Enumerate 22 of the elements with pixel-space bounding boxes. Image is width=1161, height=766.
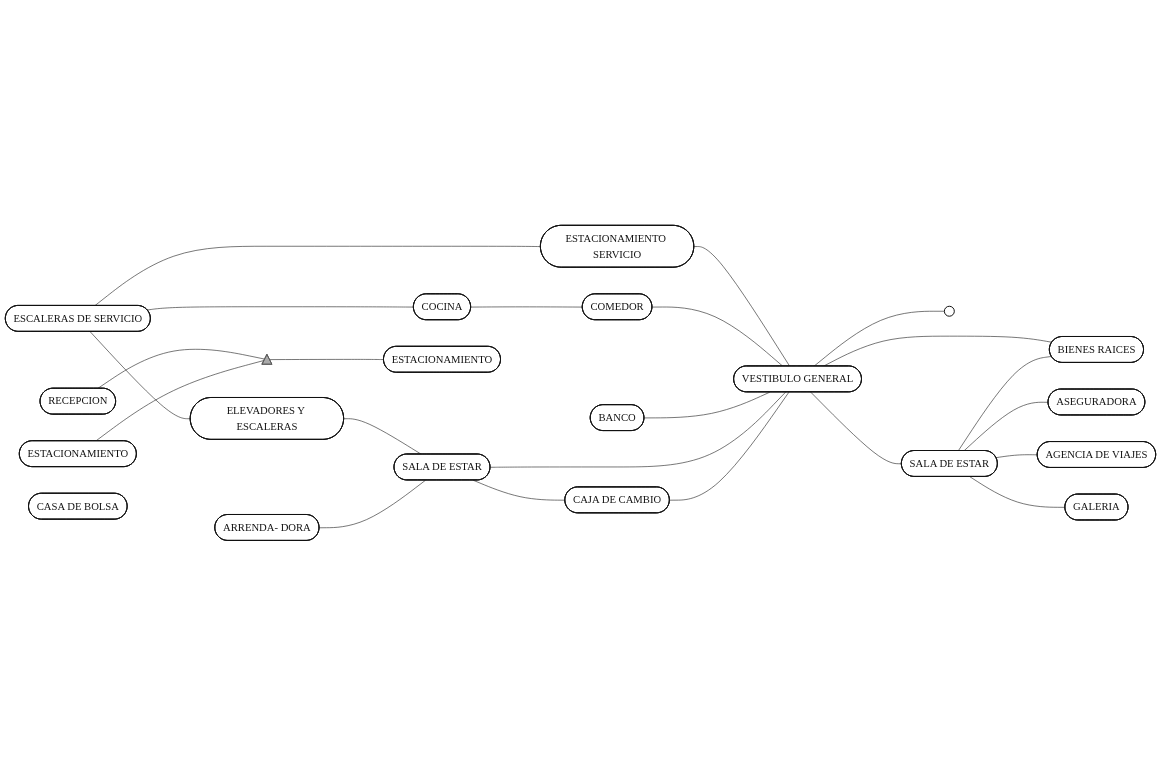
connector [813, 311, 945, 367]
connector [969, 476, 1066, 508]
connector [669, 391, 790, 501]
connector [693, 246, 791, 367]
connector [643, 391, 771, 419]
connector [94, 246, 542, 307]
connector [995, 454, 1038, 459]
connector [147, 306, 415, 311]
connector [89, 331, 191, 420]
connector [343, 418, 422, 455]
connector [957, 356, 1052, 452]
connector [490, 391, 786, 468]
node-circle [943, 305, 955, 317]
connector [651, 306, 784, 367]
connector [810, 391, 903, 465]
connector [95, 360, 265, 442]
connector [823, 335, 1053, 367]
connector [963, 402, 1049, 452]
connector [97, 349, 266, 389]
connector [269, 359, 385, 361]
connector [470, 306, 583, 308]
connector [319, 480, 426, 529]
